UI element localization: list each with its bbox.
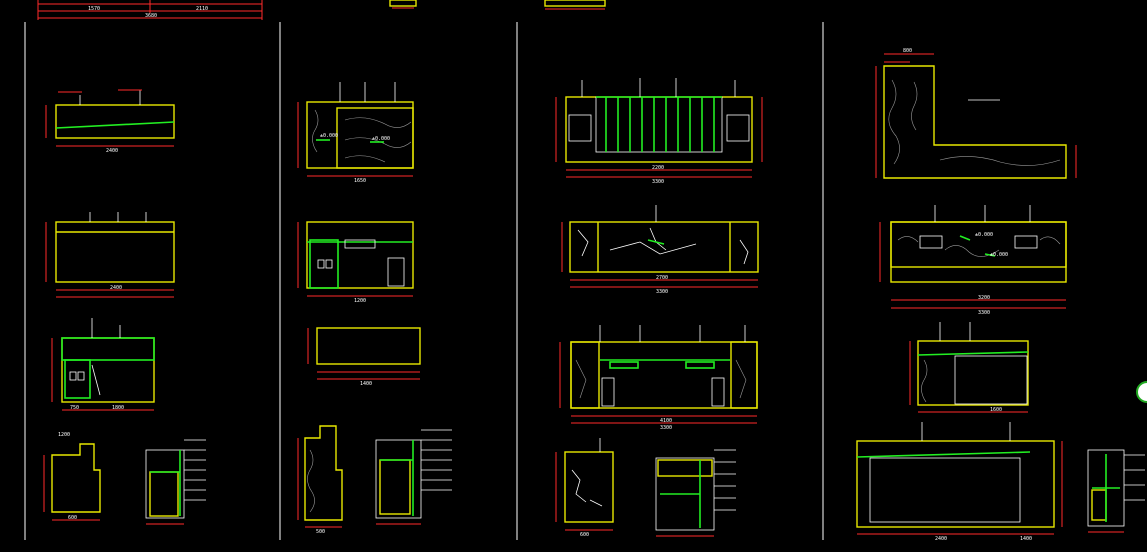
edge-marker[interactable] xyxy=(1136,381,1147,403)
drawing-dotted-panel: 1400 xyxy=(307,327,421,387)
drawing-section-a: 1600 xyxy=(909,322,1029,413)
top-dimension-strip: 1570 2110 3680 xyxy=(37,0,606,20)
dim-label: 2400 xyxy=(935,536,947,542)
dim-label: 4100 xyxy=(660,418,672,424)
top-dim-2: 2110 xyxy=(196,6,208,12)
panel-col-2: ±0.000 ±0.000 1650 1200 1400 xyxy=(297,82,452,535)
dim-label: 1800 xyxy=(112,405,124,411)
dim-label: 3300 xyxy=(652,179,664,185)
dim-label: 3300 xyxy=(656,289,668,295)
drawing-side-block: 500 xyxy=(297,425,343,535)
elevation-mark: ±0.000 xyxy=(372,136,390,142)
dim-label: 3300 xyxy=(978,310,990,316)
dim-label: 2700 xyxy=(656,275,668,281)
drawing-l-shape-plan: 800 xyxy=(875,48,1077,179)
elevation-mark: ±0.000 xyxy=(990,252,1008,258)
drawing-counter-section: 750 1800 xyxy=(51,318,155,411)
drawing-front-marble: ±0.000 ±0.000 3200 3300 xyxy=(879,205,1067,316)
panel-col-1: 2400 2400 750 1800 xyxy=(43,89,206,525)
dim-label: 1200 xyxy=(58,432,70,438)
top-dim-1: 1570 xyxy=(88,6,100,12)
dim-label: 1400 xyxy=(360,381,372,387)
drawing-desk-section: 1200 xyxy=(297,221,414,304)
dim-label: 500 xyxy=(316,529,325,535)
dim-label: 3200 xyxy=(978,295,990,301)
dim-label: 1650 xyxy=(354,178,366,184)
drawing-side-marble: 600 xyxy=(555,438,614,538)
elevation-mark: ±0.000 xyxy=(975,232,993,238)
top-dim-3: 3680 xyxy=(145,13,157,19)
drawing-node-detail xyxy=(145,439,206,525)
dim-label: 3300 xyxy=(660,425,672,431)
dim-label: 2200 xyxy=(652,165,664,171)
dim-label: 2400 xyxy=(106,148,118,154)
drawing-front-b: 2400 1400 xyxy=(856,422,1063,542)
drawing-slat-elevation: 2200 3300 xyxy=(555,78,763,185)
drawing-counter-plan: 2400 xyxy=(45,89,175,154)
elevation-mark: ±0.000 xyxy=(320,133,338,139)
dim-label: 1200 xyxy=(354,298,366,304)
drawing-counter-elevation: 2400 xyxy=(45,212,175,298)
dim-label: 1600 xyxy=(990,407,1002,413)
drawing-node-b xyxy=(1087,449,1145,533)
dim-label: 2400 xyxy=(110,285,122,291)
drawing-marble-elevation: ±0.000 ±0.000 1650 xyxy=(297,82,414,184)
dim-label: 800 xyxy=(903,48,912,54)
dim-label: 600 xyxy=(580,532,589,538)
panel-col-3: 2200 3300 2700 3300 xyxy=(555,78,763,538)
dim-label: 750 xyxy=(70,405,79,411)
drawing-cabinet-detail xyxy=(655,449,736,537)
dim-label: 1400 xyxy=(1020,536,1032,542)
panel-col-4: 800 ±0.000 ±0.000 3200 3300 xyxy=(856,48,1145,542)
drawing-marble-panel: 2700 3300 xyxy=(561,205,759,295)
drawing-counter-detail: 600 1200 xyxy=(43,432,101,521)
drawing-cabinet-section xyxy=(375,429,452,525)
drawing-desk-front: 4100 3300 xyxy=(559,325,758,431)
dim-label: 600 xyxy=(68,515,77,521)
